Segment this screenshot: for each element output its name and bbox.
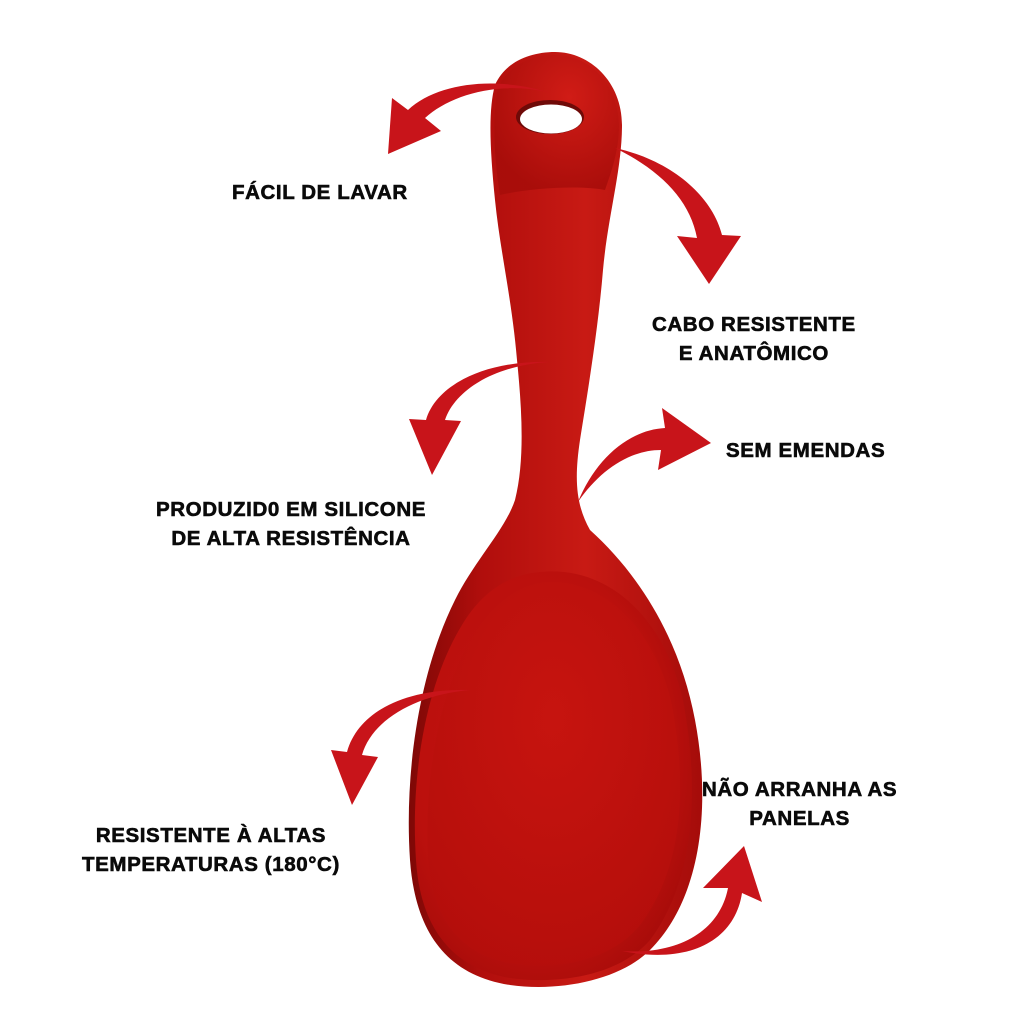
curved-arrow-no-scratch-icon <box>622 846 762 955</box>
feature-label-easy-wash: FÁCIL DE LAVAR <box>232 178 408 207</box>
feature-label-line: PANELAS <box>749 807 850 831</box>
feature-label-line: DE ALTA RESISTÊNCIA <box>171 527 411 551</box>
feature-label-line: SEM EMENDAS <box>726 439 886 463</box>
curved-arrow-heat-icon <box>331 689 470 805</box>
feature-label-line: NÃO ARRANHA AS <box>702 778 898 802</box>
feature-label-line: PRODUZID0 EM SILICONE <box>156 498 427 522</box>
curved-arrow-handle-icon <box>615 148 741 284</box>
feature-label-line: TEMPERATURAS (180°C) <box>82 853 340 877</box>
feature-label-line: E ANATÔMICO <box>678 342 829 366</box>
feature-arrows <box>331 83 762 955</box>
feature-label-handle: CABO RESISTENTE E ANATÔMICO <box>652 310 856 368</box>
hanging-hole-opening <box>520 104 582 134</box>
feature-label-heat: RESISTENTE À ALTAS TEMPERATURAS (180°C) <box>82 821 340 879</box>
feature-label-line: RESISTENTE À ALTAS <box>95 824 327 848</box>
feature-label-seamless: SEM EMENDAS <box>726 436 885 465</box>
feature-label-line: FÁCIL DE LAVAR <box>232 181 408 205</box>
curved-arrow-easy-wash-icon <box>388 83 550 154</box>
feature-label-material: PRODUZID0 EM SILICONE DE ALTA RESISTÊNCI… <box>156 495 426 553</box>
spoon-bowl-surface <box>427 581 681 966</box>
curved-arrow-seamless-icon <box>578 408 711 502</box>
feature-label-line: CABO RESISTENTE <box>652 313 856 337</box>
spoon <box>408 52 703 987</box>
curved-arrow-material-icon <box>409 361 550 475</box>
feature-label-no-scratch: NÃO ARRANHA AS PANELAS <box>702 775 897 833</box>
